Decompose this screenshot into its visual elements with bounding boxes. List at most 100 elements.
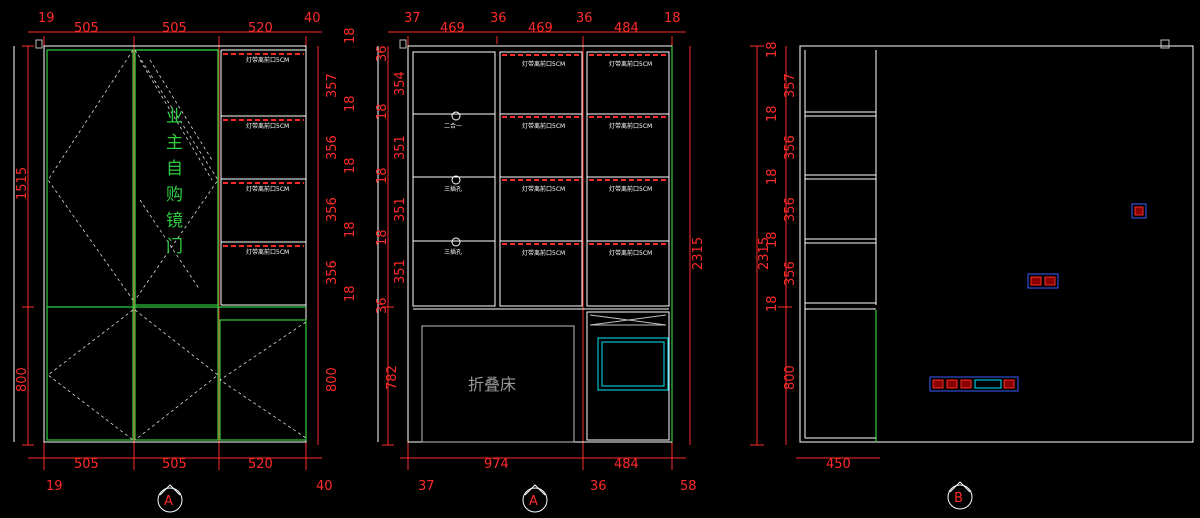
a1-shelf-label-4: 灯带离前口5CM — [246, 248, 289, 256]
a1-top-dim-1: 19 — [38, 11, 55, 26]
b-left-dim-8: 356 — [783, 261, 798, 286]
a2-left-dim-1: 36 — [375, 45, 390, 62]
b-left-dim-10: 800 — [783, 365, 798, 390]
a2-shelf-grid — [412, 51, 670, 310]
b-bottom-dim: 450 — [826, 457, 851, 472]
a2-appliance-box — [597, 337, 669, 391]
a1-mirror-note: 业 — [166, 107, 183, 127]
a2-bottom-small-1: 37 — [418, 479, 435, 494]
a2-bottom-dim-2: 484 — [614, 457, 639, 472]
a1-right-dim-4: 356 — [325, 135, 340, 160]
b-left-dim-2: 357 — [783, 73, 798, 98]
b-height-dim: 2315 — [757, 237, 772, 270]
b-left-dim-1: 18 — [765, 41, 780, 58]
a2-bottom-small-2: 36 — [590, 479, 607, 494]
a1-mirror-note-6: 门 — [166, 237, 183, 257]
a1-top-dim-2: 505 — [74, 21, 99, 36]
a2-shelf-label-3: 灯带离前口5CM — [522, 185, 565, 193]
a2-section-marker: A — [522, 484, 548, 513]
a1-right-dim-7: 18 — [343, 221, 358, 238]
a2-left-dim-7: 18 — [375, 229, 390, 246]
a2-shelf-label-5: 灯带离前口5CM — [609, 60, 652, 68]
b-socket-strip — [929, 376, 1019, 392]
a1-shelf-label-2: 灯带离前口5CM — [246, 122, 289, 130]
a2-left-dim-3: 18 — [375, 103, 390, 120]
a1-door-left — [46, 49, 134, 441]
a2-left-dim-9: 36 — [375, 297, 390, 314]
a2-top-notch — [399, 39, 407, 49]
a1-shelf-label-3: 灯带离前口5CM — [246, 185, 289, 193]
a2-lower-right-cabinet — [586, 311, 670, 441]
a1-left-dim-1: 1515 — [15, 167, 30, 200]
a1-right-dim-3: 18 — [343, 95, 358, 112]
b-left-dim-4: 356 — [783, 135, 798, 160]
svg-text:业: 业 — [166, 107, 183, 127]
a2-top-dim-7: 18 — [664, 11, 681, 26]
a1-right-dim-5: 18 — [343, 157, 358, 174]
a2-top-dim-6: 484 — [614, 21, 639, 36]
a2-left-dim-10: 782 — [385, 365, 400, 390]
a1-top-dim-3: 505 — [162, 21, 187, 36]
elevation-b: 18 357 18 356 18 356 18 356 18 800 2315 … — [750, 39, 1194, 510]
a1-top-dim-4: 520 — [248, 21, 273, 36]
a2-socket-label-2: 三插孔 — [444, 185, 462, 193]
a2-shelf-label-6: 灯带离前口5CM — [609, 122, 652, 130]
b-top-notch — [1160, 39, 1170, 49]
a2-led-strips — [502, 54, 667, 245]
a1-mirror-note-5: 镜 — [166, 211, 183, 231]
a1-top-notch — [35, 39, 43, 49]
a1-right-dim-9: 18 — [343, 285, 358, 302]
a1-swing-lines — [47, 49, 307, 441]
a2-bottom-dim-1: 974 — [484, 457, 509, 472]
a2-top-dim-2: 469 — [440, 21, 465, 36]
a2-top-dim-5: 36 — [576, 11, 593, 26]
b-left-dim-9: 18 — [765, 295, 780, 312]
a2-socket-label-1: 二合一 — [444, 122, 462, 130]
a1-bottom-dim-1: 505 — [74, 457, 99, 472]
a2-drawer-cross — [589, 314, 667, 326]
a1-section-marker: A — [157, 484, 183, 513]
a1-shelf-label-1: 灯带离前口5CM — [246, 56, 289, 64]
a2-right-dim: 2315 — [691, 237, 706, 270]
b-shelves — [804, 50, 877, 439]
a2-bottom-small-3: 58 — [680, 479, 697, 494]
a2-left-dim-2: 354 — [393, 71, 408, 96]
a2-socket-label-3: 三插孔 — [444, 248, 462, 256]
a1-mirror-note-2: 主 — [166, 133, 183, 153]
a1-lower-door-right — [219, 319, 307, 441]
a2-shelf-label-8: 灯带离前口5CM — [609, 249, 652, 257]
b-socket-double — [1027, 273, 1059, 289]
a1-top-dim-5: 40 — [304, 11, 321, 26]
a2-left-dim-5: 18 — [375, 167, 390, 184]
b-socket-single — [1131, 203, 1147, 219]
a2-folding-bed — [421, 325, 575, 443]
a2-appliance-inner — [601, 341, 665, 387]
a2-shelf-label-1: 灯带离前口5CM — [522, 60, 565, 68]
a1-right-dim-8: 356 — [325, 260, 340, 285]
a1-right-dim-1: 18 — [343, 27, 358, 44]
a1-mirror-door — [134, 49, 219, 306]
a2-shelf-label-4: 灯带离前口5CM — [522, 249, 565, 257]
a2-top-dim-4: 469 — [528, 21, 553, 36]
a1-section-letter: A — [164, 494, 173, 509]
b-dimension-lines — [750, 45, 880, 459]
a1-mirror-note-4: 购 — [166, 185, 183, 205]
b-section-letter: B — [954, 491, 963, 506]
a1-right-dim-6: 356 — [325, 197, 340, 222]
a2-top-dim-3: 36 — [490, 11, 507, 26]
a2-shelf-label-2: 灯带离前口5CM — [522, 122, 565, 130]
a1-right-dim-2: 357 — [325, 73, 340, 98]
a2-left-dim-8: 351 — [393, 259, 408, 284]
b-left-dim-5: 18 — [765, 168, 780, 185]
a1-cabinet-frame — [43, 45, 307, 443]
b-left-dim-6: 356 — [783, 197, 798, 222]
b-left-dim-3: 18 — [765, 105, 780, 122]
elevation-a1: 灯带离前口5CM 灯带离前口5CM 灯带离前口5CM 灯带离前口5CM 业 主 … — [13, 11, 358, 513]
a1-shelves — [220, 49, 306, 306]
a2-left-dim-6: 351 — [393, 197, 408, 222]
a1-mirror-note-3: 自 — [166, 159, 183, 179]
b-left-dim-7: 18 — [765, 231, 780, 248]
a2-top-dim-1: 37 — [404, 11, 421, 26]
a2-shelf-label-7: 灯带离前口5CM — [609, 185, 652, 193]
